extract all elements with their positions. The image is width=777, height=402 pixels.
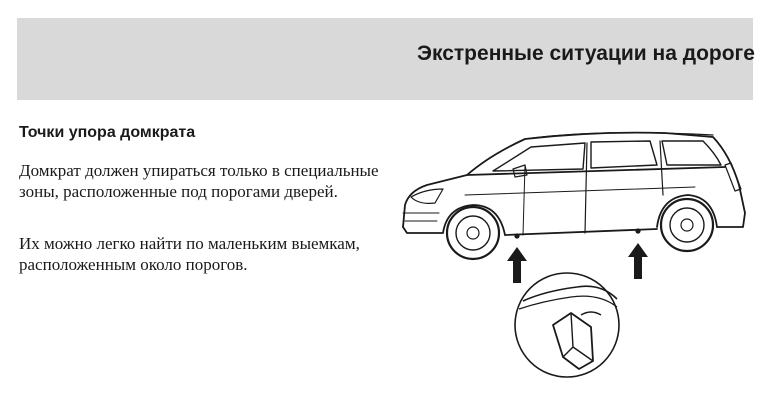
wheel-front [445, 205, 501, 261]
jack-point-arrow-icon [507, 243, 648, 283]
jack-points-illustration [402, 131, 746, 378]
section-heading: Точки упора домкрата [19, 124, 196, 141]
wheel-rear [659, 197, 715, 253]
jack-point-front [514, 233, 520, 239]
jack-point-detail-icon [514, 272, 620, 378]
header-band [17, 18, 753, 100]
page-title: Экстренные ситуации на дороге [417, 42, 755, 65]
jack-point-rear [635, 228, 641, 234]
car-side-icon [402, 131, 746, 236]
paragraph-jack-zones: Домкрат должен упираться только в специа… [19, 161, 379, 201]
paragraph-notches: Их можно легко найти по маленьким выемка… [19, 234, 360, 274]
